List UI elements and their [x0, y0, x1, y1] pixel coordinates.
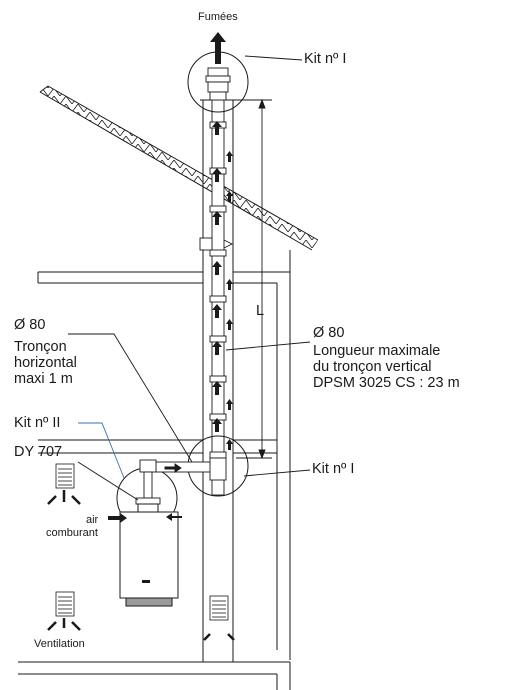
horizontal-pipe [135, 457, 227, 505]
diam-left-label: Ø 80 [14, 317, 46, 333]
kit-i-top-label: Kit nº I [304, 51, 347, 67]
kit-i-bottom-label: Kit nº I [312, 461, 355, 477]
vent-grille-bottom [47, 591, 81, 631]
comburant-label: comburant [46, 527, 98, 539]
dy707-label: DY 707 [14, 444, 63, 460]
air-label: air [86, 514, 99, 526]
vert-line1: Longueur maximale [313, 343, 441, 359]
ventilation-label: Ventilation [34, 638, 85, 650]
vent-grille-top [47, 463, 81, 505]
boiler [119, 503, 179, 607]
fumees-label: Fumées [198, 11, 238, 23]
air-arrows [108, 513, 182, 523]
leader-lines [68, 55, 311, 501]
kit-ii-label: Kit nº II [14, 415, 61, 431]
horiz-line2: horizontal [14, 355, 77, 371]
vert-line3: DPSM 3025 CS : 23 m [313, 375, 460, 391]
fumees-arrow [210, 32, 226, 64]
roof [39, 85, 319, 251]
dimension-l-label: L [256, 303, 265, 319]
building-walls [18, 250, 291, 690]
vent-grille-shaft [203, 595, 235, 641]
vert-line2: du tronçon vertical [313, 359, 432, 375]
roof-terminal [205, 67, 231, 101]
dimension-line [236, 98, 272, 460]
horiz-line1: Tronçon [14, 339, 67, 355]
diam-right-label: Ø 80 [313, 325, 345, 341]
horiz-line3: maxi 1 m [14, 371, 73, 387]
